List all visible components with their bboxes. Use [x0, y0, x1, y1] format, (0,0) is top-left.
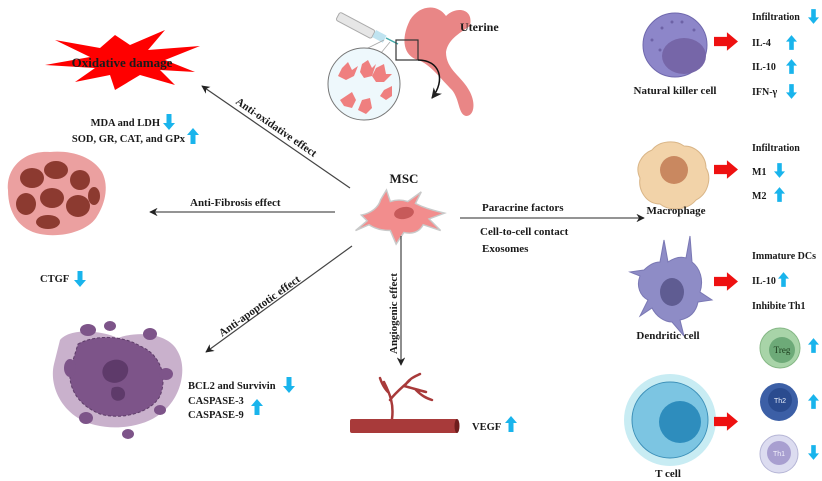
- nk-cell-illustration: [642, 12, 708, 78]
- dendritic-effect-il10: IL-10: [752, 276, 776, 287]
- macrophage-effect-m1: M1: [752, 167, 766, 178]
- mechanism-cell-contact: Cell-to-cell contact: [480, 226, 569, 238]
- uterine-label: Uterine: [460, 20, 499, 34]
- red-arrow-icon: [714, 272, 738, 291]
- dendritic-effect-inhibit-th1: Inhibite Th1: [752, 301, 805, 312]
- down-arrow-icon: [808, 9, 819, 24]
- nk-effect-infiltration: Infiltration: [752, 12, 800, 23]
- fibrotic-tissue-illustration: [7, 151, 106, 236]
- red-arrow-icon: [714, 32, 738, 51]
- apoptotic-cell-illustration: [52, 321, 183, 439]
- nk-effect-il4: IL-4: [752, 38, 771, 49]
- msc-nucleus: [394, 206, 414, 220]
- mechanism-exosomes: Exosomes: [482, 243, 529, 255]
- up-arrow-icon: [187, 128, 199, 144]
- oxidative-damage-burst: [45, 30, 200, 90]
- up-arrow-icon: [786, 59, 797, 74]
- red-arrow-icon: [714, 160, 738, 179]
- th1-cell-icon: [759, 434, 799, 474]
- down-arrow-icon: [74, 271, 86, 287]
- th1-label: Th1: [773, 451, 785, 458]
- marker-ctgf: CTGF: [40, 274, 69, 285]
- t-cell-label: T cell: [655, 468, 681, 480]
- marker-caspase-9: CASPASE-9: [188, 410, 244, 421]
- blood-vessel-illustration: [350, 372, 460, 433]
- up-arrow-icon: [774, 187, 785, 202]
- anti-fibrosis-label: Anti-Fibrosis effect: [190, 197, 281, 209]
- anti-oxidative-arrow: [201, 85, 351, 189]
- dendritic-cell-label: Dendritic cell: [636, 330, 699, 342]
- down-arrow-icon: [283, 377, 295, 393]
- th2-label: Th2: [774, 398, 786, 405]
- msc-cluster: [338, 60, 392, 114]
- msc-label: MSC: [390, 171, 419, 186]
- nk-effect-il10: IL-10: [752, 62, 776, 73]
- nk-cell-label: Natural killer cell: [634, 85, 717, 97]
- down-arrow-icon: [774, 163, 785, 178]
- macrophage-illustration: [637, 141, 710, 210]
- dendritic-effect-immature: Immature DCs: [752, 251, 816, 262]
- macrophage-label: Macrophage: [646, 205, 705, 217]
- down-arrow-icon: [808, 445, 819, 460]
- marker-bcl2-survivin: BCL2 and Survivin: [188, 381, 276, 392]
- up-arrow-icon: [808, 394, 819, 409]
- nk-effect-ifn-gamma: IFN-γ: [752, 87, 778, 98]
- anti-apoptotic-label: Anti-apoptotic effect: [217, 273, 303, 339]
- mechanism-paracrine: Paracrine factors: [482, 202, 564, 214]
- up-arrow-icon: [786, 35, 797, 50]
- treg-label: Treg: [774, 345, 791, 355]
- treg-cell-icon: [759, 327, 801, 369]
- th2-cell-icon: [760, 383, 798, 421]
- syringe-icon: [335, 12, 399, 45]
- t-cell-illustration: [624, 374, 716, 466]
- up-arrow-icon: [505, 416, 517, 432]
- anti-oxidative-label: Anti-oxidative effect: [233, 96, 319, 160]
- macrophage-effect-m2: M2: [752, 191, 766, 202]
- marker-mda-ldh: MDA and LDH: [91, 118, 160, 129]
- angiogenic-label: Angiogenic effect: [388, 273, 400, 354]
- dendritic-cell-illustration: [628, 235, 714, 337]
- up-arrow-icon: [778, 272, 789, 287]
- marker-caspase-3: CASPASE-3: [188, 396, 244, 407]
- up-arrow-icon: [808, 338, 819, 353]
- marker-sod-gr-cat-gpx: SOD, GR, CAT, and GPx: [72, 134, 186, 145]
- uterine-illustration: [327, 7, 474, 121]
- red-arrow-icon: [714, 412, 738, 431]
- marker-vegf: VEGF: [472, 422, 501, 433]
- down-arrow-icon: [786, 84, 797, 99]
- macrophage-effect-infiltration: Infiltration: [752, 143, 800, 154]
- anti-apoptotic-arrow: [205, 245, 353, 353]
- oxidative-damage-title: Oxidative damage: [72, 55, 173, 70]
- down-arrow-icon: [163, 114, 175, 130]
- up-arrow-icon: [251, 399, 263, 415]
